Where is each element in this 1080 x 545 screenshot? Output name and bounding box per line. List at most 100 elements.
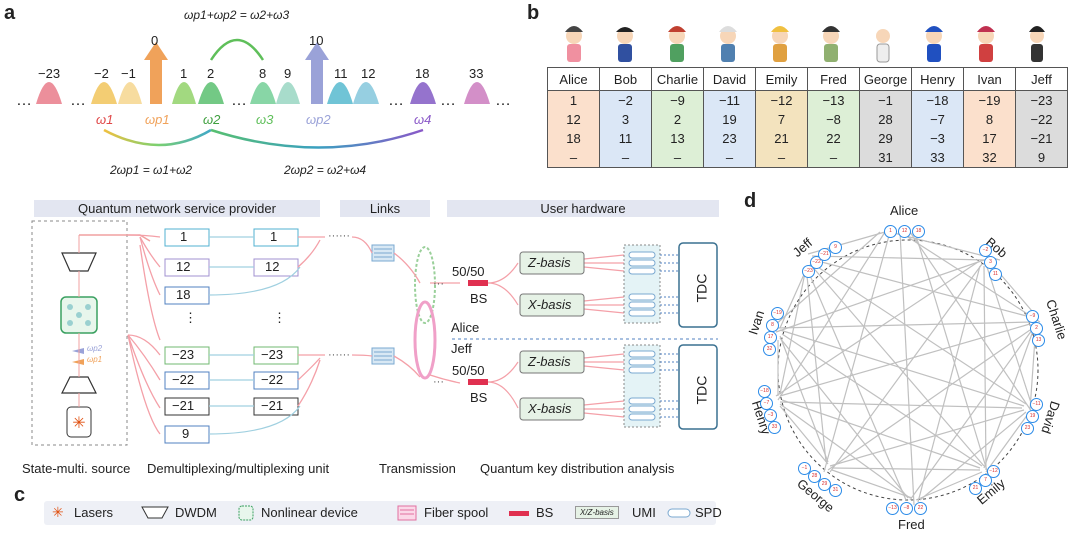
table-cell: −9 (651, 90, 704, 110)
graph-node: 32 (763, 343, 776, 356)
graph-node: −12 (987, 465, 1000, 478)
z-basis-label: Z-basis (528, 255, 571, 270)
channel-label: −22 (261, 372, 284, 387)
freq-label: 1 (180, 66, 188, 81)
svg-text:···: ··· (339, 230, 350, 242)
network-schematic: ✳ (31, 220, 718, 446)
graph-node: 11 (989, 268, 1002, 281)
x-basis-box (519, 293, 585, 317)
x-basis-label: X-basis (528, 297, 572, 312)
channel-column-right (253, 228, 299, 416)
graph-node: 9 (829, 241, 842, 254)
table-cell: −1 (859, 90, 912, 110)
graph-node: 12 (898, 225, 911, 238)
table-cell: 7 (755, 110, 808, 129)
freq-label: 10 (309, 33, 324, 48)
table-cell: – (807, 148, 860, 168)
avatar-david (719, 26, 737, 62)
table-cell: 9 (1015, 148, 1068, 168)
graph-node: 1 (884, 225, 897, 238)
graph-node: 8 (766, 319, 779, 332)
graph-node: −2 (979, 244, 992, 257)
svg-text:···: ··· (328, 230, 339, 242)
table-cell: 22 (807, 129, 860, 148)
table-header: Emily (755, 67, 808, 91)
dwdm-icon (61, 376, 97, 394)
comb-pulses (36, 82, 490, 104)
table-header-row: Alice Bob Charlie David Emily Fred Georg… (547, 67, 1068, 91)
svg-text:✳: ✳ (72, 415, 85, 432)
graph-node: 23 (1021, 422, 1034, 435)
dwdm-icon (141, 506, 169, 519)
graph-node: −7 (760, 397, 773, 410)
omega-label: ωp1 (145, 112, 170, 127)
legend-dwdm: DWDM (175, 505, 217, 520)
table-row: 18 11 13 23 21 22 29 −3 17 −21 (547, 129, 1068, 148)
channel-label: −22 (172, 372, 195, 387)
channel-label: 18 (176, 287, 191, 302)
avatar-emily (771, 26, 789, 62)
omega-p2-label: ωp2 (87, 344, 103, 353)
user-frequency-table: Alice Bob Charlie David Emily Fred Georg… (547, 67, 1068, 168)
table-cell: 2 (651, 110, 704, 129)
spd-icon (667, 508, 691, 518)
omega-label: ω2 (203, 112, 221, 127)
svg-text:···: ··· (433, 278, 444, 290)
bs-icon (468, 379, 488, 385)
graph-node: 21 (969, 482, 982, 495)
table-cell: – (703, 148, 756, 168)
graph-node: −18 (758, 385, 771, 398)
table-header: David (703, 67, 756, 91)
graph-node: −19 (771, 307, 784, 320)
fiber-spool-icon (371, 347, 395, 365)
graph-node: 13 (1032, 334, 1045, 347)
channel-label: 1 (270, 229, 278, 244)
table-cell: – (651, 148, 704, 168)
tdc-box (678, 242, 718, 328)
graph-node: 3 (984, 256, 997, 269)
legend-fiber: Fiber spool (424, 505, 489, 520)
freq-label: 33 (469, 66, 484, 81)
channel-label: 9 (182, 426, 190, 441)
header-service-provider: Quantum network service provider (34, 200, 320, 217)
tdc-label: TDC (693, 273, 710, 303)
table-cell: 11 (599, 129, 652, 148)
frequency-comb-diagram (36, 38, 490, 149)
ellipsis: … (495, 92, 511, 109)
caption-demux: Demultiplexing/multiplexing unit (147, 461, 330, 476)
graph-node: 19 (1026, 410, 1039, 423)
table-cell: −2 (599, 90, 652, 110)
omega-label: ω4 (414, 112, 432, 127)
source-box (31, 220, 128, 446)
channel-label: −21 (261, 398, 284, 413)
table-cell: 29 (859, 129, 912, 148)
table-cell: 8 (963, 110, 1016, 129)
avatar-henry (925, 26, 943, 62)
table-header: Ivan (963, 67, 1016, 91)
table-cell: −12 (755, 90, 808, 110)
table-cell: −3 (911, 129, 964, 148)
panel-label-c: c (14, 484, 26, 506)
nonlinear-device-icon (238, 505, 254, 521)
table-cell: −13 (807, 90, 860, 110)
graph-node: −13 (886, 502, 899, 515)
avatar-row (565, 26, 1045, 63)
table-header: Alice (547, 67, 600, 91)
bs-ratio-label: 50/50 (452, 264, 485, 279)
table-row: – – – – – – 31 33 32 9 (547, 148, 1068, 168)
channel-label: −23 (172, 347, 195, 362)
graph-node: 31 (829, 484, 842, 497)
z-basis-box (519, 350, 585, 374)
freq-label: −1 (121, 66, 136, 81)
channel-label: 1 (180, 229, 188, 244)
bs-icon (468, 280, 488, 286)
bs-label: BS (470, 291, 488, 306)
table-cell: 19 (703, 110, 756, 129)
channel-column-left (164, 228, 210, 444)
freq-label: −23 (38, 66, 61, 81)
panel-label-d: d (744, 190, 757, 212)
table-cell: −7 (911, 110, 964, 129)
avatar-alice (565, 26, 583, 62)
table-cell: 31 (859, 148, 912, 168)
omega-label: ω3 (256, 112, 274, 127)
